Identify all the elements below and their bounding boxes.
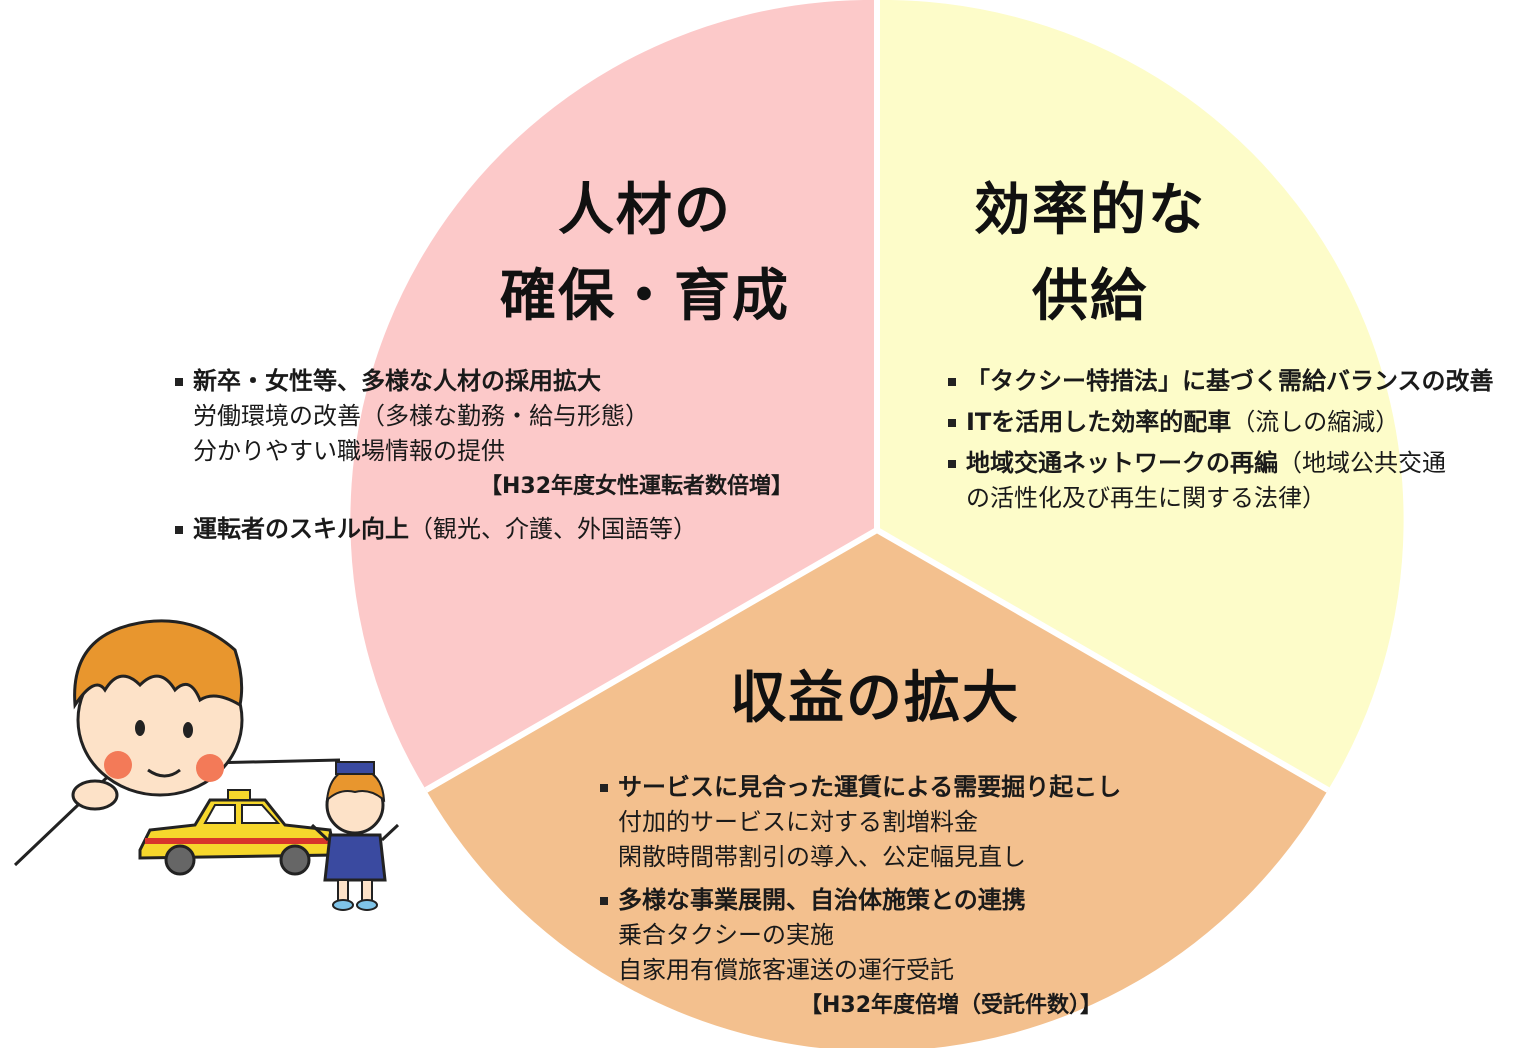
boy-with-taxi-and-driver-illustration (13, 619, 400, 911)
bottom-item2-head: 多様な事業展開、自治体施策との連携 (600, 883, 1121, 918)
right-item2-note: （流しの縮減） (1231, 408, 1400, 436)
divider-left (424, 527, 879, 793)
taxi-driver-icon (310, 761, 400, 911)
bottom-item2-sub1: 乗合タクシーの実施 (618, 921, 834, 949)
right-item3-head: 地域交通ネットワークの再編 (966, 449, 1278, 477)
right-item2-head: ITを活用した効率的配車 (966, 408, 1232, 436)
left-title-line1: 人材の (558, 178, 732, 243)
right-item1-head: 「タクシー特措法」に基づく需給バランスの改善 (948, 364, 1494, 399)
divider-right (875, 527, 1330, 793)
right-segment (877, 0, 1404, 790)
left-title-line2: 確保・育成 (500, 264, 790, 329)
bottom-item1-sub2: 閑散時間帯割引の導入、公定幅見直し (618, 843, 1026, 871)
bottom-segment-title: 収益の拡大 (730, 666, 1020, 731)
left-item2: 運転者のスキル向上（観光、介護、外国語等） (175, 512, 793, 547)
bottom-item2-sub2: 自家用有償旅客運送の運行受託 (618, 956, 954, 984)
right-item3-cont: の活性化及び再生に関する法律） (966, 484, 1326, 512)
right-segment-items: 「タクシー特措法」に基づく需給バランスの改善 ITを活用した効率的配車（流しの縮… (948, 364, 1494, 516)
left-item2-head: 運転者のスキル向上 (193, 515, 409, 543)
bottom-segment (426, 530, 1328, 1048)
left-segment-title: 人材の 確保・育成 (470, 168, 820, 340)
bottom-item2-target: 【H32年度倍増（受託件数）】 (800, 993, 1103, 1018)
left-segment-items: 新卒・女性等、多様な人材の採用拡大 労働環境の改善（多様な勤務・給与形態） 分か… (175, 364, 793, 547)
left-item1-target: 【H32年度女性運転者数倍増】 (480, 474, 794, 499)
bottom-item1-head: サービスに見合った運賃による需要掘り起こし (600, 770, 1121, 805)
left-segment (350, 0, 877, 790)
left-item1-head: 新卒・女性等、多様な人材の採用拡大 (175, 364, 793, 399)
right-title-line2: 供給 (1032, 264, 1148, 329)
right-item2: ITを活用した効率的配車（流しの縮減） (948, 405, 1494, 440)
bottom-segment-items: サービスに見合った運賃による需要掘り起こし 付加的サービスに対する割増料金 閑散… (600, 770, 1121, 1023)
left-item1-sub2: 分かりやすい職場情報の提供 (193, 437, 505, 465)
right-item3-note: （地域公共交通 (1278, 449, 1446, 477)
boy-icon (13, 619, 341, 867)
left-item2-note: （観光、介護、外国語等） (409, 515, 697, 543)
left-item1-sub1: 労働環境の改善（多様な勤務・給与形態） (193, 402, 649, 430)
right-item3: 地域交通ネットワークの再編（地域公共交通 (948, 446, 1494, 481)
taxi-icon (138, 789, 337, 876)
bottom-item1-sub1: 付加的サービスに対する割増料金 (618, 808, 978, 836)
right-title-line1: 効率的な (974, 178, 1206, 243)
right-segment-title: 効率的な 供給 (920, 168, 1260, 340)
